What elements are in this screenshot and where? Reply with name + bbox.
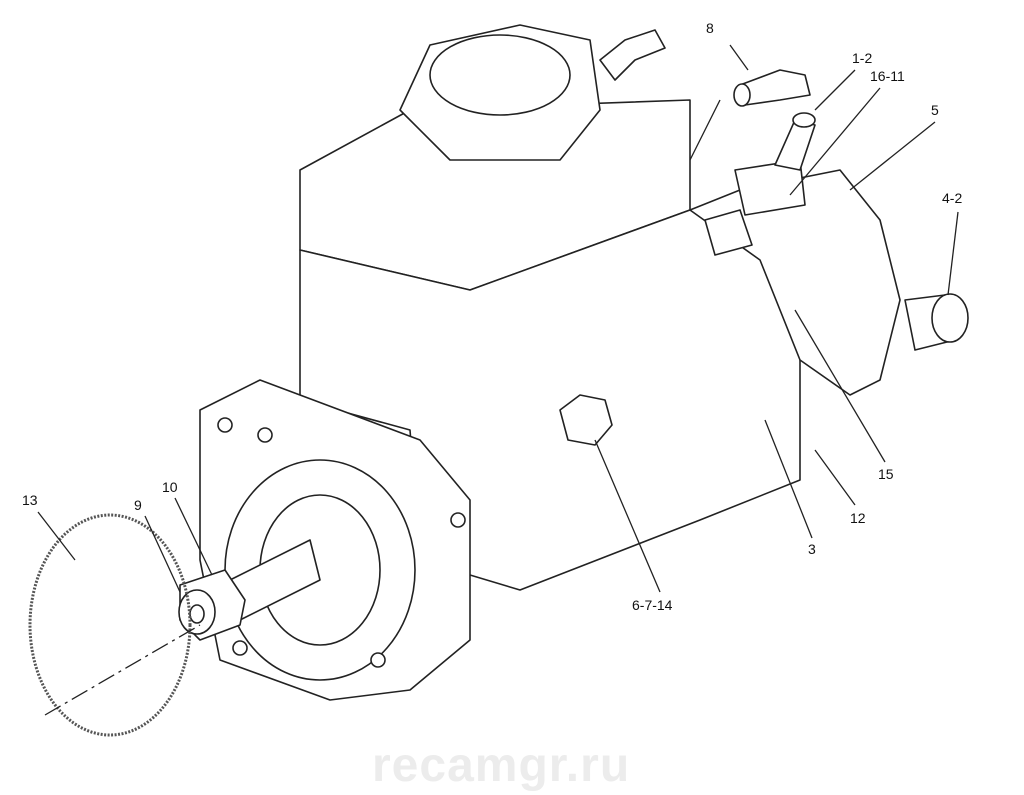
pipe-1-2-end xyxy=(792,112,816,128)
flange-bolt-hole xyxy=(257,427,273,443)
o-ring-13 xyxy=(28,513,192,737)
callout-6-7-14: 6-7-14 xyxy=(632,597,673,613)
callout-5: 5 xyxy=(931,102,939,118)
callout-4-2: 4-2 xyxy=(942,190,963,206)
leader-16-11 xyxy=(789,87,881,196)
callout-3: 3 xyxy=(808,541,816,557)
flange-bolt-hole xyxy=(217,417,233,433)
callout-9: 9 xyxy=(134,497,142,513)
fitting-4-2-end xyxy=(931,293,969,343)
callout-10: 10 xyxy=(162,479,178,495)
callout-15: 15 xyxy=(878,466,894,482)
leader-outlet xyxy=(689,99,721,161)
leader-9 xyxy=(144,515,181,593)
callout-8: 8 xyxy=(706,20,714,36)
inlet-nozzle xyxy=(599,29,666,81)
leader-6-7-14 xyxy=(594,439,661,593)
banjo-bolt xyxy=(559,394,613,446)
watermark: recamgr.ru xyxy=(372,739,631,792)
pipe-1-2 xyxy=(774,119,816,171)
callout-1-2: 1-2 xyxy=(852,50,873,66)
nut-9-hole xyxy=(189,604,205,624)
leader-5 xyxy=(849,121,936,191)
center-axis xyxy=(44,624,201,716)
leader-4-2 xyxy=(947,211,959,296)
flange-bolt-hole xyxy=(450,512,466,528)
fitting-8-end xyxy=(733,83,751,107)
flange-bolt-hole xyxy=(370,652,386,668)
callout-13: 13 xyxy=(22,492,38,508)
leader-10 xyxy=(174,497,213,576)
sensor-plug xyxy=(704,209,753,256)
leader-1-2 xyxy=(814,69,856,111)
callout-16-11: 16-11 xyxy=(870,68,905,84)
fitting-8 xyxy=(739,69,811,106)
leader-15 xyxy=(794,309,886,463)
leader-13 xyxy=(37,511,76,561)
leader-3 xyxy=(764,419,813,539)
leader-12 xyxy=(814,449,856,506)
callout-12: 12 xyxy=(850,510,866,526)
cover-boss xyxy=(429,34,571,116)
leader-8 xyxy=(729,44,749,71)
flange-bolt-hole xyxy=(232,640,248,656)
